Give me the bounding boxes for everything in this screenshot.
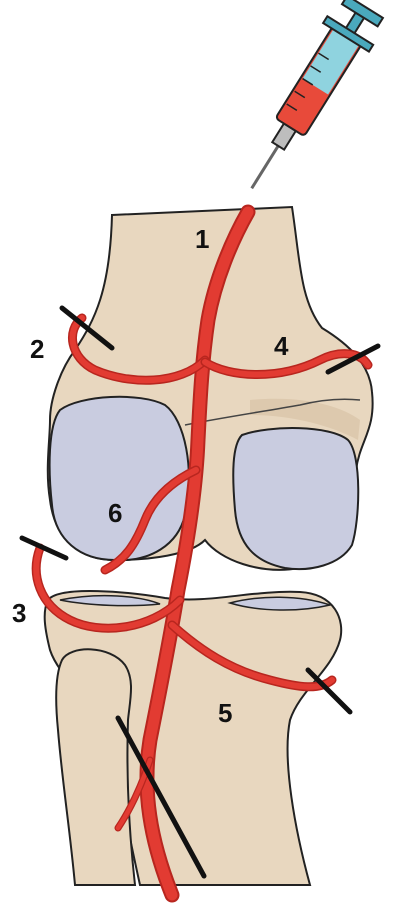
- syringe: [229, 0, 388, 203]
- ligation-mark-3: [22, 538, 66, 558]
- label-6: 6: [108, 498, 122, 528]
- fibula: [56, 649, 135, 885]
- lateral-condyle: [233, 428, 358, 569]
- medial-condyle: [50, 397, 189, 560]
- label-1: 1: [195, 224, 209, 254]
- plunger-thumb: [342, 0, 383, 26]
- label-2: 2: [30, 334, 44, 364]
- label-5: 5: [218, 698, 232, 728]
- label-3: 3: [12, 598, 26, 628]
- label-4: 4: [274, 331, 289, 361]
- fibula-shape: [56, 649, 135, 885]
